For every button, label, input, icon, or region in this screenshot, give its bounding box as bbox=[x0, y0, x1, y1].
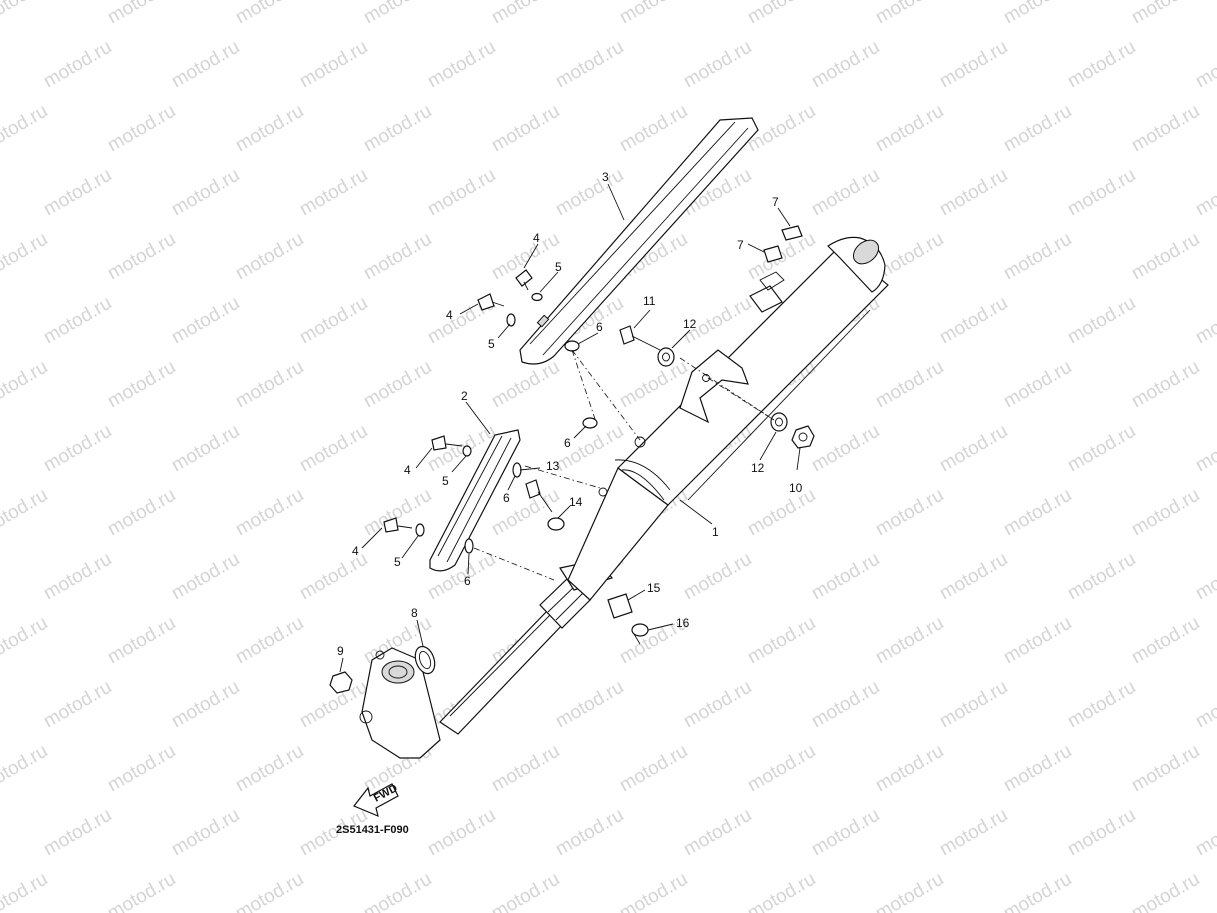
callout-5: 5 bbox=[488, 337, 495, 351]
callout-12: 12 bbox=[751, 461, 765, 475]
callout-4: 4 bbox=[533, 231, 540, 245]
callout-10: 10 bbox=[789, 481, 803, 495]
callout-labels: 1 2 3 4 4 4 4 5 5 5 5 6 6 6 6 7 7 8 9 10… bbox=[337, 170, 803, 658]
bolts-4 bbox=[383, 269, 533, 533]
callout-9: 9 bbox=[337, 644, 344, 658]
callout-6: 6 bbox=[564, 436, 571, 450]
washers bbox=[415, 292, 788, 554]
callout-4: 4 bbox=[352, 544, 359, 558]
callout-5: 5 bbox=[394, 555, 401, 569]
callout-5: 5 bbox=[442, 474, 449, 488]
damper-clips bbox=[759, 225, 803, 291]
callout-12: 12 bbox=[683, 317, 697, 331]
heat-protector-lower bbox=[429, 429, 521, 572]
callout-3: 3 bbox=[602, 170, 609, 184]
misc-fasteners bbox=[525, 325, 815, 645]
callout-6: 6 bbox=[596, 320, 603, 334]
callout-2: 2 bbox=[461, 389, 468, 403]
diagram-code: 2S51431-F090 bbox=[336, 824, 409, 836]
leader-lines bbox=[339, 183, 801, 673]
callout-13: 13 bbox=[546, 459, 560, 473]
callout-6: 6 bbox=[503, 491, 510, 505]
callout-4: 4 bbox=[446, 308, 453, 322]
flange-assembly bbox=[329, 645, 441, 759]
callout-14: 14 bbox=[569, 495, 583, 509]
fwd-arrow-icon: FWD bbox=[353, 782, 400, 818]
callout-1: 1 bbox=[712, 525, 719, 539]
callout-8: 8 bbox=[411, 606, 418, 620]
callout-7: 7 bbox=[772, 195, 779, 209]
callout-6: 6 bbox=[464, 574, 471, 588]
callout-11: 11 bbox=[643, 294, 656, 308]
callout-7: 7 bbox=[737, 238, 744, 252]
callout-5: 5 bbox=[555, 260, 562, 274]
heat-protector-upper bbox=[519, 117, 759, 365]
callout-16: 16 bbox=[676, 616, 690, 630]
callout-15: 15 bbox=[647, 581, 661, 595]
callout-4: 4 bbox=[404, 463, 411, 477]
alignment-lines bbox=[473, 349, 775, 581]
muffler-assembly bbox=[439, 236, 889, 735]
